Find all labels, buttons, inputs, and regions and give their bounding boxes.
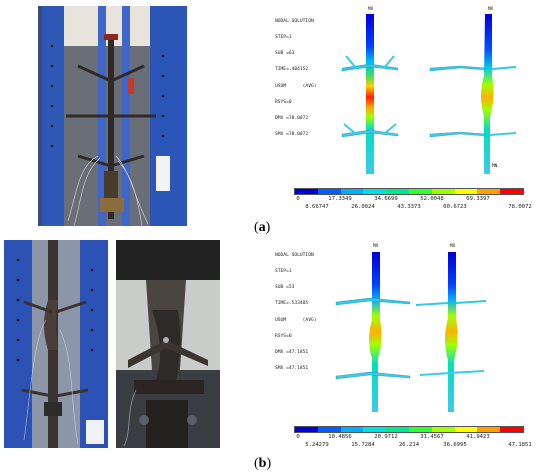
legend-b-tick: 0 (296, 434, 300, 440)
legend-b-tick: 26.214 (398, 442, 420, 448)
legend-b-swatch (295, 427, 318, 432)
legend-b-swatch (477, 427, 501, 432)
legend-a-swatch (408, 189, 432, 194)
fea-b-header: NODAL SOLUTION STEP=1 SUB =53 TIME=.5334… (275, 252, 317, 372)
fea-plot-a: NODAL SOLUTION STEP=1 SUB =63 TIME=.4041… (270, 6, 542, 186)
fea-plot-b: NODAL SOLUTION STEP=1 SUB =53 TIME=.5334… (270, 240, 542, 424)
panel-label-b: (b) (254, 456, 272, 471)
legend-a-swatch (317, 189, 341, 194)
photo-b-specimen-left (4, 240, 108, 448)
legend-b-swatch (386, 427, 409, 432)
legend-a-swatch (431, 189, 455, 194)
legend-a-tick: 60.6723 (443, 204, 467, 210)
legend-a-swatch (477, 189, 501, 194)
legend-a-swatch (500, 189, 523, 194)
legend-a-tick: 43.3373 (397, 204, 421, 210)
legend-b-tick: 31.4567 (420, 434, 444, 440)
legend-b-tick: 47.1851 (508, 442, 532, 448)
legend-a-tick: 17.3349 (328, 196, 352, 202)
legend-bar-b (294, 426, 524, 433)
fea-a-mx-marker: MX (368, 7, 374, 12)
legend-b-swatch (454, 427, 478, 432)
legend-a-tick: 69.3397 (466, 196, 490, 202)
fea-b-mx-marker-2: MX (450, 244, 456, 249)
legend-b-swatch (363, 427, 387, 432)
legend-a-tick: 78.0072 (508, 204, 532, 210)
panel-label-a: (a) (254, 220, 271, 235)
fea-a-header: NODAL SOLUTION STEP=1 SUB =63 TIME=.4041… (275, 18, 317, 138)
fea-a-mx-marker-2: MX (488, 7, 494, 12)
legend-a-swatch (454, 189, 478, 194)
legend-b-tick: 20.9712 (374, 434, 398, 440)
legend-a-tick: 26.0024 (351, 204, 375, 210)
legend-a-swatch (295, 189, 318, 194)
fea-b-model (335, 252, 486, 412)
legend-b-tick: 5.24279 (305, 442, 329, 448)
legend-b-swatch (431, 427, 455, 432)
fea-a-mn-marker: MN (492, 164, 498, 169)
legend-b-swatch (500, 427, 523, 432)
legend-b-swatch (317, 427, 341, 432)
legend-a-swatch (363, 189, 387, 194)
legend-a-swatch (340, 189, 364, 194)
fea-b-mx-marker: MX (373, 244, 379, 249)
fea-a-model (341, 14, 516, 174)
legend-bar-a (294, 188, 524, 195)
photo-a-test-setup (38, 6, 187, 226)
legend-b-tick: 15.7284 (351, 442, 375, 448)
legend-b-tick: 41.9423 (466, 434, 490, 440)
legend-a-swatch (386, 189, 409, 194)
photo-b-specimen-closeup (116, 240, 220, 448)
legend-b-swatch (408, 427, 432, 432)
legend-b-swatch (340, 427, 364, 432)
legend-a-tick: 34.6699 (374, 196, 398, 202)
legend-a-tick: 52.0048 (420, 196, 444, 202)
legend-b-tick: 10.4856 (328, 434, 352, 440)
legend-b-tick: 36.6995 (443, 442, 467, 448)
legend-a-tick: 8.66747 (305, 204, 329, 210)
legend-a-tick: 0 (296, 196, 300, 202)
